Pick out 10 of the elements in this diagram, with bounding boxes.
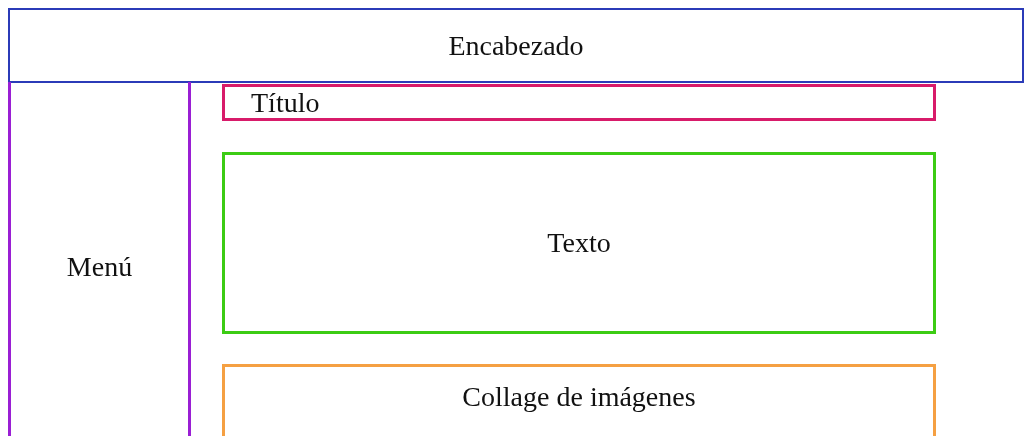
- region-label: Encabezado: [448, 29, 584, 62]
- layout-region-box: [222, 84, 936, 121]
- layout-region-box: [222, 364, 936, 436]
- region-label: Título: [251, 86, 320, 119]
- region-label: Collage de imágenes: [462, 381, 696, 413]
- layout-region-box: [222, 152, 936, 334]
- layout-region-box: [8, 82, 191, 436]
- region-label: Texto: [547, 227, 611, 259]
- region-label: Menú: [66, 251, 133, 283]
- layout-region-box: [8, 8, 1024, 83]
